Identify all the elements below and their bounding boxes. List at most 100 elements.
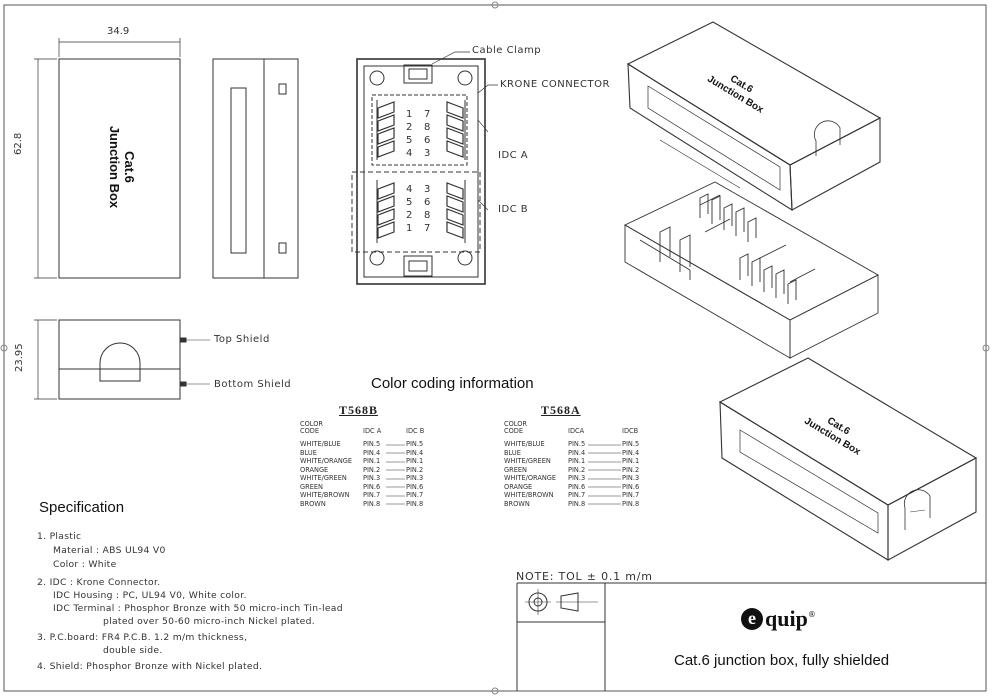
t568a-title: T568A xyxy=(541,403,581,417)
top-shield-label: Top Shield xyxy=(214,334,270,345)
pin-bottom-left: 4 xyxy=(406,184,413,195)
idc-a-pin: PIN.1 xyxy=(568,457,586,465)
color-name: WHITE/ORANGE xyxy=(504,474,557,482)
height-dimension: 62.8 xyxy=(13,132,24,155)
idc-a-pin: PIN.7 xyxy=(363,491,381,499)
idc-b-pin: PIN.4 xyxy=(406,448,424,457)
idc-b-pin: PIN.4 xyxy=(622,448,640,457)
idc-b-pin: PIN.8 xyxy=(406,499,424,508)
color-name: WHITE/GREEN xyxy=(300,474,347,482)
idc-a-pin: PIN.1 xyxy=(363,457,381,465)
idc-b-header: IDC B xyxy=(406,427,425,435)
idc-a-pin: PIN.5 xyxy=(568,440,586,448)
idc-b-pin: PIN.2 xyxy=(622,465,640,474)
t568b-title: T568B xyxy=(339,403,379,417)
title-block xyxy=(516,582,986,691)
iso-closed-box-bottom xyxy=(718,357,978,561)
specification-line: IDC Terminal : Phosphor Bronze with 50 m… xyxy=(53,603,343,614)
color-name: GREEN xyxy=(504,465,527,474)
iso-open-base xyxy=(624,181,879,359)
krone-connector-label: KRONE CONNECTOR xyxy=(500,79,610,90)
idc-b-pin: PIN.5 xyxy=(406,440,424,448)
idc-b-pin: PIN.3 xyxy=(406,474,424,482)
idc-a-header: IDC A xyxy=(363,427,382,435)
sheet-border xyxy=(3,4,987,692)
front-view xyxy=(34,38,181,279)
idc-a-pin: PIN.2 xyxy=(363,465,381,474)
idc-b-pin: PIN.7 xyxy=(622,491,640,499)
color-table-lines xyxy=(386,444,621,505)
idc-b-pin: PIN.6 xyxy=(406,482,424,491)
specification-title: Specification xyxy=(39,499,125,516)
color-name: BLUE xyxy=(504,448,521,457)
pin-top-left: 1 xyxy=(406,109,413,120)
idc-b-pin: PIN.8 xyxy=(622,499,640,508)
idc-a-pin: PIN.3 xyxy=(363,474,381,482)
pin-top-left: 5 xyxy=(406,135,413,146)
box-label-line2: Junction Box xyxy=(107,125,122,209)
color-name: GREEN xyxy=(300,482,323,491)
pin-top-left: 2 xyxy=(406,122,413,133)
color-coding-title: Color coding information xyxy=(371,375,534,392)
idc-a-pin: PIN.6 xyxy=(568,482,586,491)
code-header: CODE xyxy=(504,427,524,435)
idc-a-pin: PIN.4 xyxy=(568,448,586,457)
tolerance-note: NOTE: TOL ± 0.1 m/m xyxy=(516,570,653,583)
idc-a-pin: PIN.8 xyxy=(568,499,586,508)
idc-a-header: IDCA xyxy=(568,427,585,435)
idc-b-label: IDC B xyxy=(498,204,529,215)
color-name: BROWN xyxy=(504,499,530,508)
side-view xyxy=(212,58,299,279)
brand-name: quip xyxy=(765,606,808,631)
specification-line: double side. xyxy=(103,645,163,656)
pin-top-right: 7 xyxy=(424,109,431,120)
specification-line: 1. Plastic xyxy=(37,531,82,542)
specification-line: 3. P.C.board: FR4 P.C.B. 1.2 m/m thickne… xyxy=(37,632,248,643)
color-name: WHITE/BLUE xyxy=(300,440,341,448)
color-header: COLOR xyxy=(300,420,324,428)
cable-clamp-label: Cable Clamp xyxy=(472,45,542,56)
pin-top-right: 3 xyxy=(424,148,431,159)
idc-b-pin: PIN.1 xyxy=(406,457,424,465)
pin-bottom-right: 3 xyxy=(424,184,431,195)
idc-a-pin: PIN.4 xyxy=(363,448,381,457)
idc-a-pin: PIN.5 xyxy=(363,440,381,448)
pin-bottom-right: 6 xyxy=(424,197,431,208)
color-name: WHITE/BROWN xyxy=(504,491,554,499)
pin-bottom-right: 8 xyxy=(424,210,431,221)
color-name: ORANGE xyxy=(300,465,329,474)
bottom-shield-label: Bottom Shield xyxy=(214,379,292,390)
front-view-label: Cat.6 Junction Box xyxy=(107,107,137,227)
idc-b-pin: PIN.2 xyxy=(406,465,424,474)
idc-b-pin: PIN.6 xyxy=(622,482,640,491)
idc-a-pin: PIN.2 xyxy=(568,465,586,474)
specification-line: Color : White xyxy=(53,559,117,570)
brand-registered: ® xyxy=(807,609,816,619)
iso-closed-box-top xyxy=(626,21,882,212)
idc-a-label: IDC A xyxy=(498,150,529,161)
color-name: WHITE/BROWN xyxy=(300,491,350,499)
pin-bottom-right: 7 xyxy=(424,223,431,234)
idc-b-pin: PIN.7 xyxy=(406,491,424,499)
color-header: COLOR xyxy=(504,420,528,428)
specification-line: Material : ABS UL94 V0 xyxy=(53,545,166,556)
color-name: WHITE/ORANGE xyxy=(300,457,353,465)
color-name: BLUE xyxy=(300,448,317,457)
idc-b-pin: PIN.1 xyxy=(622,457,640,465)
drawing-title: Cat.6 junction box, fully shielded xyxy=(674,652,890,669)
pin-bottom-left: 1 xyxy=(406,223,413,234)
pin-bottom-left: 5 xyxy=(406,197,413,208)
color-name: BROWN xyxy=(300,499,326,508)
pin-top-right: 6 xyxy=(424,135,431,146)
idc-b-pin: PIN.3 xyxy=(622,474,640,482)
specification-line: 2. IDC : Krone Connector. xyxy=(37,577,161,588)
box-label-line1: Cat.6 xyxy=(122,151,137,183)
pin-top-right: 8 xyxy=(424,122,431,133)
width-dimension: 34.9 xyxy=(107,26,130,37)
specification-line: plated over 50-60 micro-inch Nickel plat… xyxy=(103,616,315,627)
color-name: WHITE/GREEN xyxy=(504,457,551,465)
idc-b-pin: PIN.5 xyxy=(622,440,640,448)
specification-line: IDC Housing : PC, UL94 V0, White color. xyxy=(53,590,247,601)
idc-b-header: IDCB xyxy=(622,427,639,435)
